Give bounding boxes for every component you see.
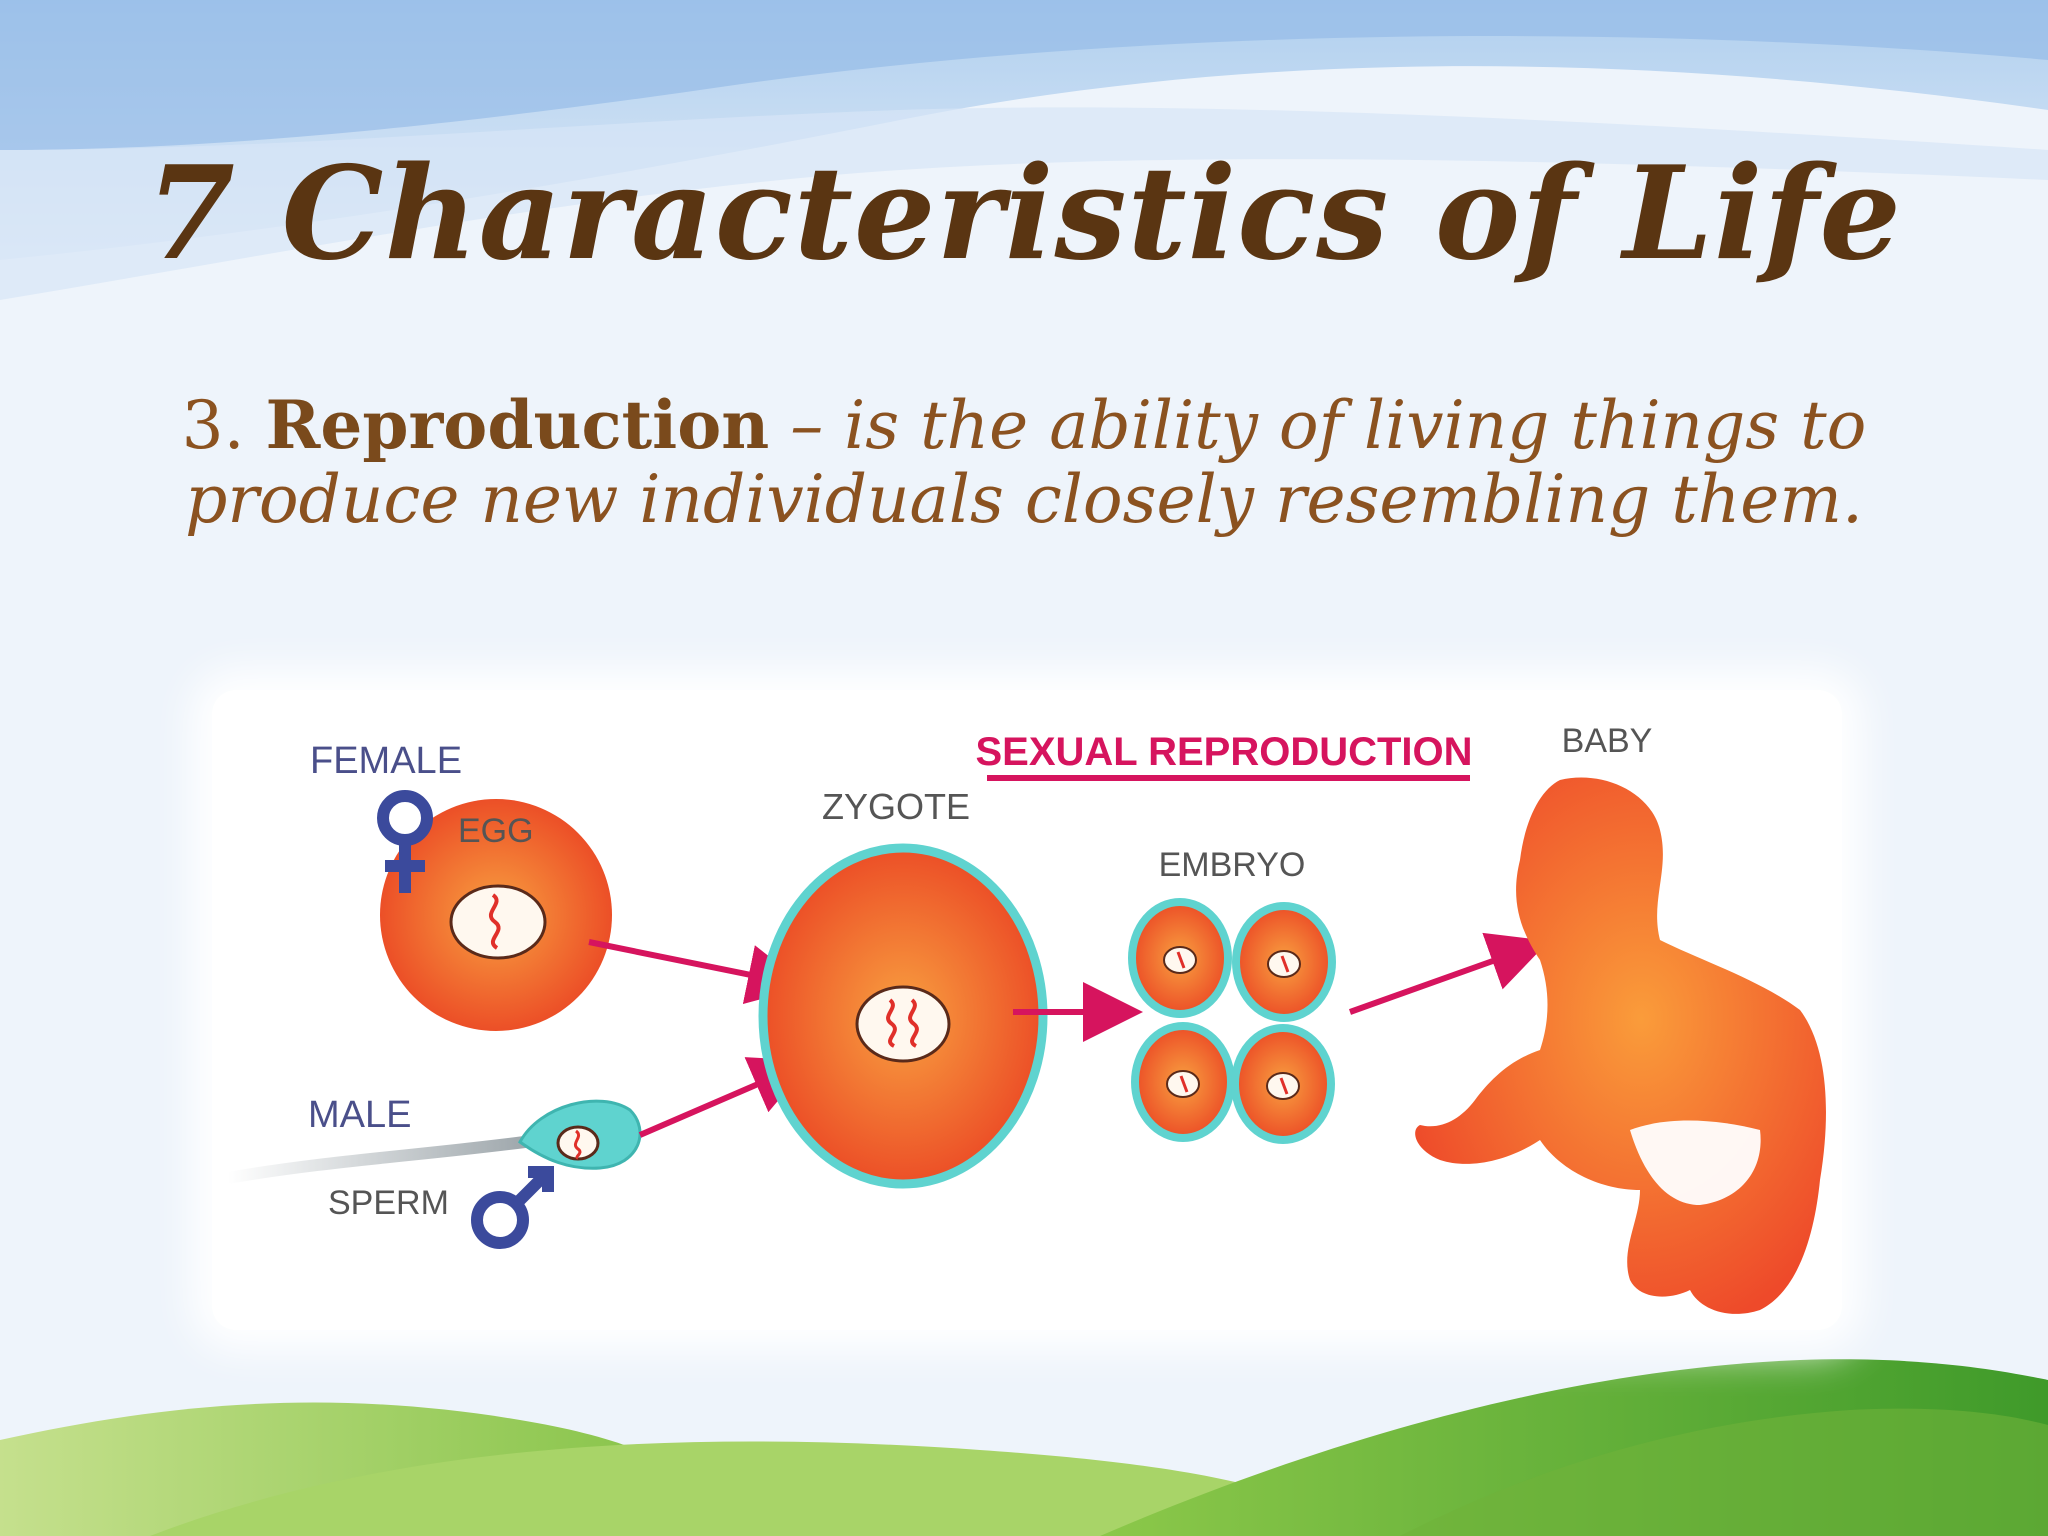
baby-silhouette xyxy=(1415,777,1826,1314)
hill-right-highlight xyxy=(1400,1408,2048,1536)
diagram-heading: SEXUAL REPRODUCTION xyxy=(975,730,1472,774)
sky-wave-mid xyxy=(0,0,2048,150)
embryo-cells xyxy=(1128,898,1336,1144)
male-symbol-icon xyxy=(471,1166,554,1249)
zygote-label: ZYGOTE xyxy=(822,786,970,827)
sperm-label: SPERM xyxy=(328,1184,449,1222)
sky-wave-light xyxy=(0,107,2048,300)
point-number: 3. xyxy=(181,387,245,464)
male-label: MALE xyxy=(308,1094,411,1136)
zygote-chromosomes xyxy=(886,998,919,1048)
baby-label: BABY xyxy=(1562,722,1653,760)
sperm-tail xyxy=(222,1134,546,1184)
sperm-chromosome xyxy=(573,1129,582,1160)
point-term: Reproduction xyxy=(265,386,770,464)
female-symbol-icon xyxy=(377,790,433,893)
zygote-nucleus xyxy=(855,985,951,1063)
baby-diaper xyxy=(1630,1120,1761,1205)
arrow-egg-to-zygote xyxy=(588,939,808,1005)
point-text: – is the ability of living things to pro… xyxy=(185,387,1867,538)
egg-label: EGG xyxy=(458,812,534,850)
embryo-label: EMBRYO xyxy=(1159,846,1306,884)
slide-description: 3. Reproduction – is the ability of livi… xyxy=(180,388,1868,537)
egg-chromosome xyxy=(488,893,501,950)
sperm-nucleus xyxy=(556,1125,600,1161)
slide-title: 7 Characteristics of Life xyxy=(146,139,1902,289)
arrow-embryo-to-baby xyxy=(1348,932,1549,1015)
hill-middle xyxy=(150,1441,1380,1536)
female-label: FEMALE xyxy=(310,740,462,782)
